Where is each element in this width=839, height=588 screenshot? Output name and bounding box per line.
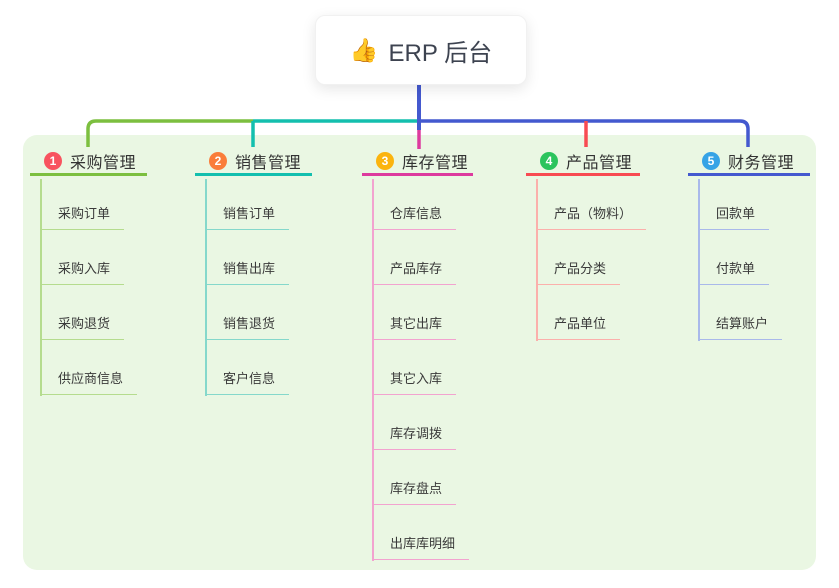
branch-spine-line	[205, 179, 207, 396]
child-node-sales-2[interactable]: 销售出库	[205, 259, 290, 285]
branch-number-badge: 2	[209, 151, 227, 170]
child-node-inventory-3[interactable]: 其它出库	[372, 314, 457, 340]
child-node-product-2[interactable]: 产品分类	[536, 259, 621, 285]
child-node-purchase-4[interactable]: 供应商信息	[40, 369, 138, 395]
branch-spine-line	[698, 179, 700, 341]
branch-number-badge: 3	[376, 151, 394, 170]
child-node-finance-1[interactable]: 回款单	[698, 204, 770, 230]
branch-header-finance[interactable]: 5 财务管理	[688, 148, 810, 176]
child-node-purchase-3[interactable]: 采购退货	[40, 314, 125, 340]
branch-number-badge: 4	[540, 151, 558, 170]
branch-title: 产品管理	[566, 154, 633, 172]
branch-spine-line	[536, 179, 538, 341]
branch-header-purchase[interactable]: 1 采购管理	[30, 148, 147, 176]
branches-panel	[23, 135, 816, 570]
branch-number-badge: 1	[44, 151, 62, 170]
thumbs-up-icon: 👍	[349, 36, 379, 63]
child-node-purchase-2[interactable]: 采购入库	[40, 259, 125, 285]
branch-header-product[interactable]: 4 产品管理	[526, 148, 640, 176]
child-node-inventory-1[interactable]: 仓库信息	[372, 204, 457, 230]
root-node[interactable]: 👍 ERP 后台	[315, 15, 527, 85]
child-node-sales-4[interactable]: 客户信息	[205, 369, 290, 395]
branch-title: 销售管理	[235, 154, 302, 172]
child-node-inventory-5[interactable]: 库存调拨	[372, 424, 457, 450]
child-node-product-1[interactable]: 产品（物料）	[536, 204, 647, 230]
child-node-inventory-7[interactable]: 出库库明细	[372, 534, 470, 560]
child-node-finance-2[interactable]: 付款单	[698, 259, 770, 285]
branch-title: 财务管理	[728, 154, 795, 172]
child-node-inventory-6[interactable]: 库存盘点	[372, 479, 457, 505]
child-node-inventory-4[interactable]: 其它入库	[372, 369, 457, 395]
child-node-finance-3[interactable]: 结算账户	[698, 314, 783, 340]
branch-spine-line	[372, 179, 374, 561]
child-node-sales-3[interactable]: 销售退货	[205, 314, 290, 340]
branch-title: 采购管理	[70, 154, 137, 172]
child-node-inventory-2[interactable]: 产品库存	[372, 259, 457, 285]
child-node-purchase-1[interactable]: 采购订单	[40, 204, 125, 230]
root-title: ERP 后台	[388, 39, 493, 67]
child-node-sales-1[interactable]: 销售订单	[205, 204, 290, 230]
branch-title: 库存管理	[402, 154, 469, 172]
branch-header-sales[interactable]: 2 销售管理	[195, 148, 312, 176]
branch-number-badge: 5	[702, 151, 720, 170]
branch-header-inventory[interactable]: 3 库存管理	[362, 148, 473, 176]
branch-spine-line	[40, 179, 42, 396]
child-node-product-3[interactable]: 产品单位	[536, 314, 621, 340]
